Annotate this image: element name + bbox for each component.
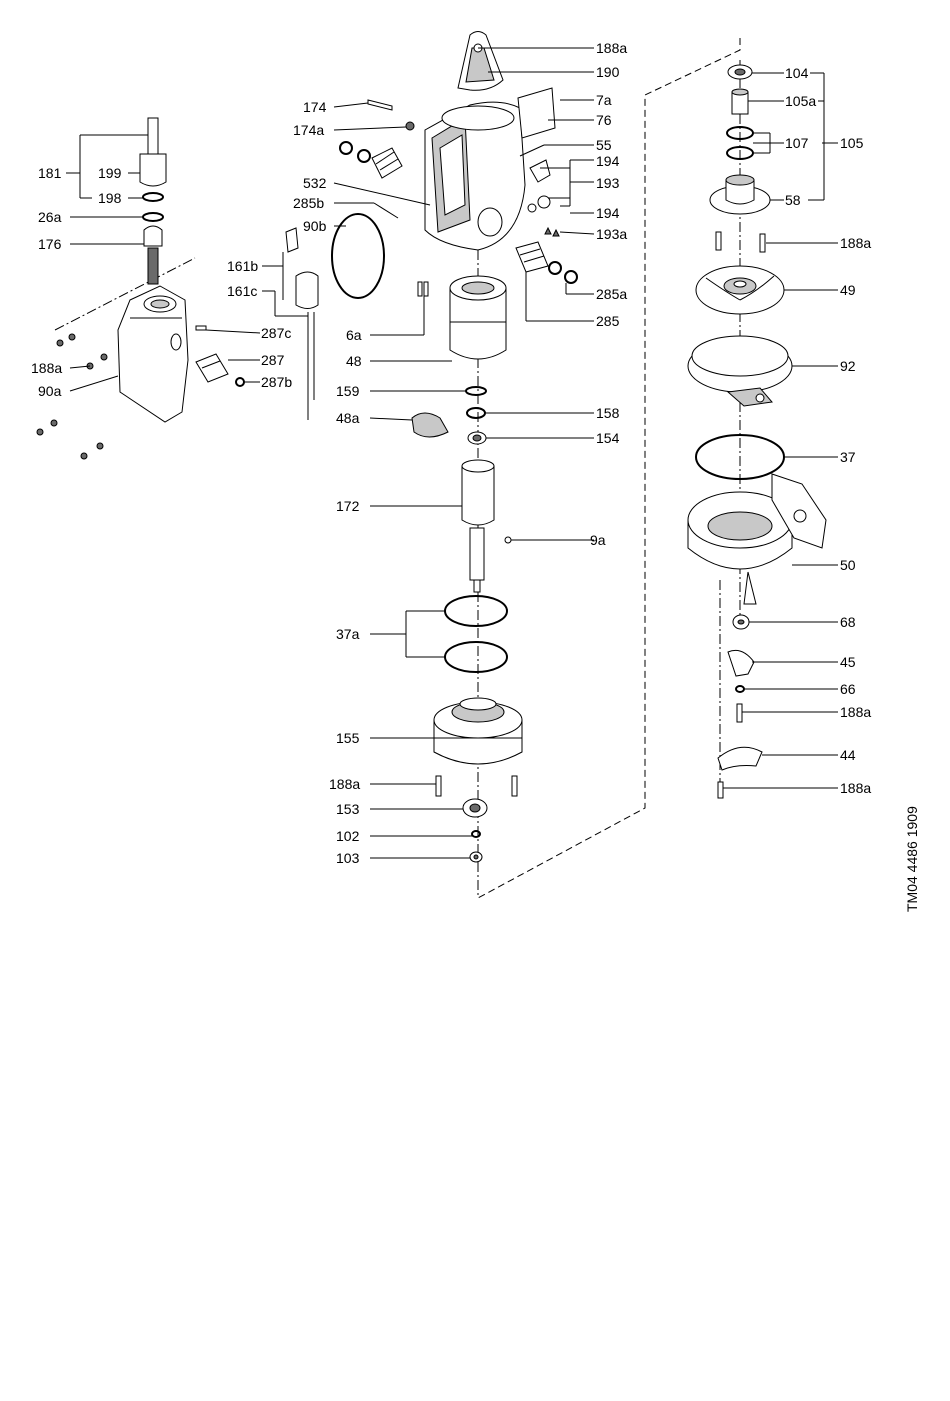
plate-44 <box>718 747 762 770</box>
nut-103 <box>470 852 482 862</box>
label-66: 66 <box>840 681 856 697</box>
label-161b: 161b <box>227 258 258 274</box>
label-199: 199 <box>98 165 122 181</box>
lifting-handle-part <box>458 32 503 91</box>
bearing-housing-part <box>434 698 522 764</box>
label-287b: 287b <box>261 374 292 390</box>
rotor-part <box>462 460 511 592</box>
label-6a: 6a <box>346 327 362 343</box>
label-193a: 193a <box>596 226 627 242</box>
label-158: 158 <box>596 405 620 421</box>
o-ring-90b <box>332 214 384 298</box>
label-188a: 188a <box>840 704 871 720</box>
label-68: 68 <box>840 614 856 630</box>
label-188a: 188a <box>329 776 360 792</box>
label-287: 287 <box>261 352 285 368</box>
label-153: 153 <box>336 801 360 817</box>
label-45: 45 <box>840 654 856 670</box>
ring-158 <box>467 408 485 418</box>
label-285b: 285b <box>293 195 324 211</box>
label-176: 176 <box>38 236 62 252</box>
label-26a: 26a <box>38 209 62 225</box>
label-48a: 48a <box>336 410 360 426</box>
bolt-part <box>436 776 517 796</box>
figure-id: TM04 4486 1909 <box>904 806 920 912</box>
label-48: 48 <box>346 353 362 369</box>
label-193: 193 <box>596 175 620 191</box>
cable-entry-part <box>516 242 577 283</box>
label-58: 58 <box>785 192 801 208</box>
bolt-188a-r2 <box>737 704 742 722</box>
label-285: 285 <box>596 313 620 329</box>
seal-ring-104 <box>728 65 752 79</box>
sensor-part <box>283 228 318 420</box>
clamp-ring-92 <box>688 336 792 406</box>
label-194: 194 <box>596 205 620 221</box>
label-188a: 188a <box>31 360 62 376</box>
washer-66 <box>736 686 744 692</box>
impeller-49 <box>696 266 784 314</box>
label-50: 50 <box>840 557 856 573</box>
label-172: 172 <box>336 498 360 514</box>
label-90b: 90b <box>303 218 327 234</box>
label-190: 190 <box>596 64 620 80</box>
label-37a: 37a <box>336 626 360 642</box>
label-76: 76 <box>596 112 612 128</box>
label-194: 194 <box>596 153 620 169</box>
stator-part <box>450 276 506 359</box>
label-92: 92 <box>840 358 856 374</box>
label-287c: 287c <box>261 325 291 341</box>
cutter-45 <box>728 650 754 676</box>
label-9a: 9a <box>590 532 606 548</box>
seal-105a <box>732 89 748 114</box>
plug-287 <box>196 354 244 386</box>
label-188a: 188a <box>840 235 871 251</box>
label-55: 55 <box>596 137 612 153</box>
screw-part <box>368 100 414 130</box>
o-ring-37a-upper <box>445 596 507 626</box>
ring-159 <box>466 387 486 395</box>
cable-plug-part <box>140 118 166 284</box>
label-102: 102 <box>336 828 360 844</box>
label-188a: 188a <box>596 40 627 56</box>
label-105a: 105a <box>785 93 816 109</box>
label-174a: 174a <box>293 122 324 138</box>
shaft-seal-58 <box>710 175 770 214</box>
label-155: 155 <box>336 730 360 746</box>
label-532: 532 <box>303 175 327 191</box>
bearing-154 <box>468 432 486 444</box>
label-107: 107 <box>785 135 809 151</box>
label-161c: 161c <box>227 283 257 299</box>
label-154: 154 <box>596 430 620 446</box>
label-181: 181 <box>38 165 62 181</box>
label-104: 104 <box>785 65 809 81</box>
label-49: 49 <box>840 282 856 298</box>
cable-gland-part <box>340 142 402 178</box>
label-174: 174 <box>303 99 327 115</box>
label-285a: 285a <box>596 286 627 302</box>
label-103: 103 <box>336 850 360 866</box>
label-7a: 7a <box>596 92 612 108</box>
junction-box-part <box>118 286 188 422</box>
washer-102 <box>472 831 480 837</box>
label-105: 105 <box>840 135 864 151</box>
label-90a: 90a <box>38 383 62 399</box>
bolt-188a-r3 <box>718 782 723 798</box>
label-159: 159 <box>336 383 360 399</box>
bearing-153 <box>463 799 487 817</box>
label-198: 198 <box>98 190 122 206</box>
seal-48a <box>412 413 448 437</box>
label-37: 37 <box>840 449 856 465</box>
pump-housing-50 <box>688 474 826 604</box>
o-ring-37a-lower <box>445 642 507 672</box>
label-188a: 188a <box>840 780 871 796</box>
label-44: 44 <box>840 747 856 763</box>
pin-part <box>418 282 428 296</box>
nut-68 <box>733 615 749 629</box>
